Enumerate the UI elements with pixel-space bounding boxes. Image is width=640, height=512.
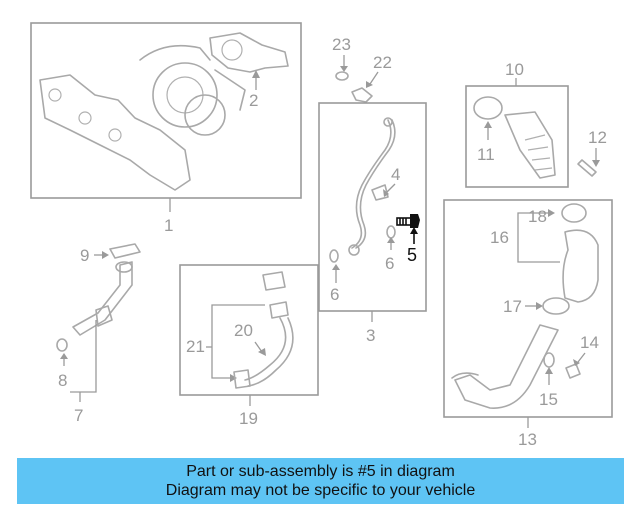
group-oil-line: 4 6 6 5 3 (318, 102, 427, 345)
oil-return-pipe (72, 261, 133, 336)
box-oil-line (318, 102, 427, 312)
bolt-14 (565, 363, 581, 379)
group-charge-pipe: 16 18 17 15 14 13 (443, 199, 613, 449)
callout-4: 4 (391, 165, 400, 184)
callout-8: 8 (58, 371, 67, 390)
gasket-11 (473, 96, 503, 120)
callout-23: 23 (332, 35, 351, 54)
box-coolant-hose (179, 264, 319, 396)
washer-23 (335, 71, 349, 81)
group-22-23: 23 22 (332, 35, 392, 103)
callout-12: 12 (588, 128, 607, 147)
sensor-22 (351, 87, 373, 103)
clamp-17 (542, 297, 570, 315)
callout-13: 13 (518, 430, 537, 449)
box-turbocharger (30, 22, 302, 199)
washer-8 (56, 338, 68, 352)
callout-16: 16 (490, 228, 509, 247)
banner-line-2: Diagram may not be specific to your vehi… (165, 482, 476, 499)
callout-19: 19 (239, 409, 258, 428)
callout-6a: 6 (330, 285, 339, 304)
turbo-compressor-housing (152, 62, 218, 128)
exhaust-manifold (39, 74, 191, 191)
callout-15: 15 (539, 390, 558, 409)
gasket-9 (109, 243, 141, 259)
coolant-hose-20 (244, 317, 287, 381)
bracket-top (262, 271, 286, 291)
washer-6a (329, 249, 339, 263)
callout-14: 14 (580, 333, 599, 352)
oil-supply-line (351, 119, 392, 249)
callout-2: 2 (249, 91, 258, 110)
callout-1: 1 (164, 216, 173, 235)
charge-pipe (454, 324, 559, 409)
banjo-bolt-5-highlighted (396, 214, 420, 244)
group-intake-elbow: 10 11 12 (465, 60, 607, 188)
callout-3: 3 (366, 326, 375, 345)
callout-5: 5 (407, 245, 417, 265)
bolt-12 (577, 159, 597, 177)
callout-11: 11 (477, 145, 495, 164)
box-intake-elbow (465, 85, 569, 188)
callout-10: 10 (505, 60, 524, 79)
callout-20: 20 (234, 321, 253, 340)
washer-6b (386, 225, 396, 239)
intercooler-hose (562, 229, 599, 303)
clamp-18 (561, 203, 587, 223)
callout-22: 22 (373, 53, 392, 72)
group-coolant-hose: 21 20 19 (179, 264, 319, 428)
callout-9: 9 (80, 246, 89, 265)
callout-21: 21 (186, 337, 205, 356)
banner-line-1: Part or sub-assembly is #5 in diagram (186, 463, 455, 480)
info-banner: Part or sub-assembly is #5 in diagram Di… (17, 458, 624, 504)
intake-elbow (504, 111, 556, 179)
parts-diagram: 2 1 23 22 4 6 6 (30, 22, 613, 449)
callout-18: 18 (528, 207, 547, 226)
callout-17: 17 (503, 297, 522, 316)
sensor-15 (543, 352, 555, 368)
callout-6b: 6 (385, 254, 394, 273)
group-oil-return: 9 8 7 (56, 243, 141, 425)
group-turbocharger: 2 1 (30, 22, 302, 235)
turbo-actuator (209, 32, 289, 73)
callout-7: 7 (74, 406, 83, 425)
